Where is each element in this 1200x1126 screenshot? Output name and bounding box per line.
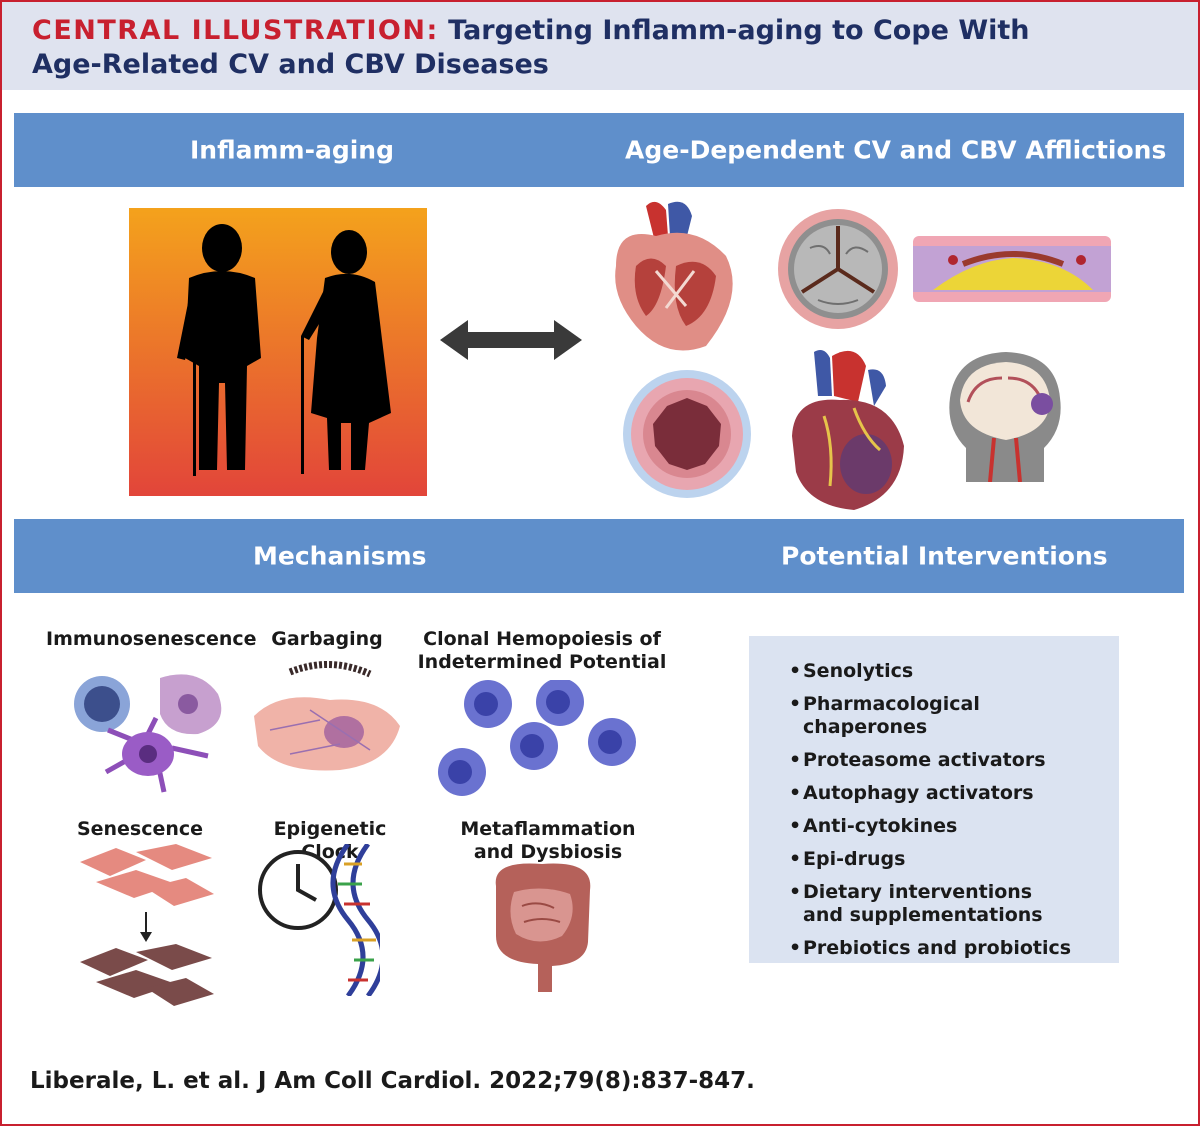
label-chip-line2: Indetermined Potential (417, 651, 667, 673)
label-senescence: Senescence (76, 818, 204, 840)
label-garbaging: Garbaging (271, 628, 383, 650)
immune-cells-illustration (68, 664, 232, 798)
intervention-item: Autophagy activators (789, 782, 1109, 805)
band-label-afflictions: Age-Dependent CV and CBV Afflictions (625, 135, 1167, 165)
band-label-interventions: Potential Interventions (781, 541, 1108, 571)
intestine-illustration (482, 856, 604, 1000)
elderly-couple-silhouette (129, 208, 427, 500)
label-chip: Clonal Hemopoiesis of Indetermined Poten… (416, 628, 668, 674)
title-rest: Targeting Inflamm-aging to Cope With (438, 15, 1030, 46)
double-arrow-icon (440, 320, 582, 364)
label-immunosenescence: Immunosenescence (46, 628, 257, 650)
intervention-item: Anti-cytokines (789, 815, 1109, 838)
ischemic-heart-illustration (784, 346, 910, 516)
heart-cross-section-illustration (606, 196, 746, 360)
intervention-item: Senolytics (789, 660, 1109, 683)
label-meta-line2: and Dysbiosis (473, 841, 623, 863)
title-line2: Age-Related CV and CBV Diseases (32, 49, 549, 80)
garbaging-cell-illustration (250, 660, 406, 782)
chip-cells-illustration (436, 678, 646, 804)
page-title: CENTRAL ILLUSTRATION: Targeting Inflamm-… (32, 14, 1132, 82)
intervention-item: Prebiotics and probiotics (789, 937, 1109, 960)
intervention-item: Epi-drugs (789, 848, 1109, 871)
artery-plaque-illustration (913, 230, 1111, 312)
senescence-cells-illustration (76, 842, 216, 1012)
intervention-item: Pharmacological chaperones (789, 693, 1109, 739)
interventions-list: Senolytics Pharmacological chaperones Pr… (789, 660, 1109, 970)
header: CENTRAL ILLUSTRATION: Targeting Inflamm-… (2, 2, 1198, 90)
interventions-box: Senolytics Pharmacological chaperones Pr… (749, 636, 1119, 963)
epigenetic-clock-illustration (258, 842, 386, 1000)
label-meta-line1: Metaflammation (460, 818, 636, 840)
title-lead: CENTRAL ILLUSTRATION: (32, 15, 439, 46)
label-metaflammation: Metaflammation and Dysbiosis (450, 818, 646, 864)
band-label-mechanisms: Mechanisms (253, 541, 427, 571)
citation: Liberale, L. et al. J Am Coll Cardiol. 2… (30, 1068, 755, 1094)
brain-stroke-illustration (946, 348, 1064, 486)
bottom-band: Mechanisms Potential Interventions (14, 519, 1184, 593)
intervention-item: Proteasome activators (789, 749, 1109, 772)
stenotic-vessel-cross-section (617, 368, 757, 504)
top-band: Inflamm-aging Age-Dependent CV and CBV A… (14, 113, 1184, 187)
intervention-item: Dietary interventions and supplementatio… (789, 881, 1063, 927)
band-label-inflamm-aging: Inflamm-aging (190, 135, 395, 165)
aortic-valve-illustration (774, 208, 902, 334)
label-chip-line1: Clonal Hemopoiesis of (423, 628, 661, 650)
